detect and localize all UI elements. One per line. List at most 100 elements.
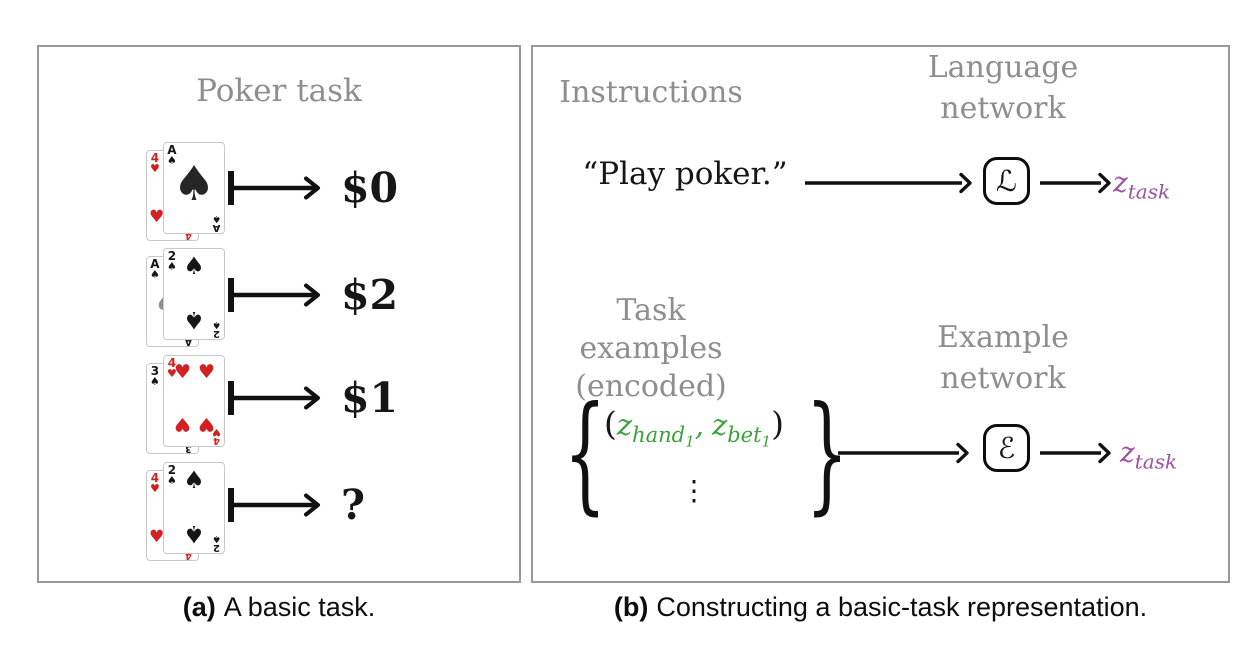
card-corner-index: 4 ♥ [167,356,177,380]
language-network-header: Language network [905,47,1101,129]
card-2-spades: 2 ♠ ♠ ♠ 2 ♠ [163,462,225,554]
card-4-hearts: 4 ♥ ♥ ♥ ♥ ♥ 4 ♥ [163,355,225,447]
z-task-output: ztask [1120,433,1177,482]
card-rank: 3 [150,364,160,378]
card-rank: A [212,222,221,233]
spade-icon: ♠ [183,466,205,494]
arrow-icon [1040,172,1111,194]
z-task-var: z [1120,436,1135,469]
spade-icon: ♠ [150,268,160,281]
tuple-separator: , [694,408,704,443]
example-tuple: (zhand1,zbet1) [604,403,784,462]
card-rank: A [150,257,160,271]
card-rank: 2 [167,463,177,477]
panel-a-title: Poker task [196,73,362,109]
language-network-header-line2: network [940,91,1066,126]
heart-icon: ♥ [149,207,165,227]
z-hand-var: z [616,408,633,443]
card-corner-index-rotated: 2 ♠ [212,533,221,553]
example-network-symbol: ℰ [997,431,1016,465]
spade-icon: ♠ [183,306,205,334]
heart-icon: ♥ [149,527,165,547]
card-rank: 2 [213,542,220,553]
caption-b-text: Constructing a basic-task representation… [656,592,1148,622]
z-bet-var: z [711,408,728,443]
z-bet-index: 1 [761,432,772,451]
payout-value: $1 [341,374,399,422]
heart-icon: ♥ [198,361,216,383]
card-corner-index: 2 ♠ [167,250,177,273]
heart-icon: ♥ [174,413,192,435]
card-pair-row3: 3 ♠ 3 ♠ 4 ♥ ♥ ♥ ♥ ♥ 4 ♥ [146,355,226,455]
heart-icon: ♥ [174,361,192,383]
vertical-ellipsis: ⋮ [680,473,708,507]
spade-icon: ♠ [212,319,221,330]
card-corner-index-rotated: A ♠ [212,213,221,233]
panel-poker-task: Poker task 4 ♥ ♥ 4 ♥ A ♠ ♠ [37,45,521,583]
heart-icon: ♥ [212,426,221,437]
caption-a: (a)A basic task. [37,592,521,623]
caption-a-text: A basic task. [223,592,376,622]
card-corner-index: 3 ♠ [150,364,160,388]
card-rank: A [167,143,177,157]
heart-icon: ♥ [150,162,160,175]
mapsto-arrow-icon [228,381,320,415]
language-network-header-line1: Language [927,50,1079,85]
spade-icon: ♠ [212,533,221,544]
caption-b: (b)Constructing a basic-task representat… [531,592,1230,623]
card-corner-index-rotated: 2 ♠ [212,319,221,339]
payout-value: ? [341,481,366,529]
task-examples-header-line1: Task examples [579,293,723,366]
card-pair-row2: A ♠ ♠ A ♠ 2 ♠ ♠ ♠ 2 ♠ [146,248,226,348]
arrow-icon [838,442,969,464]
instructions-header: Instructions [559,75,743,110]
card-corner-index: A ♠ [167,143,177,167]
caption-a-label: (a) [182,592,216,622]
example-network-header-line2: network [940,361,1066,396]
card-ace-spades: A ♠ ♠ A ♠ [163,142,225,234]
language-network-symbol: ℒ [996,164,1017,198]
arrow-icon [805,172,972,194]
caption-b-label: (b) [613,592,649,622]
brace-open: { [563,379,607,528]
spade-icon: ♠ [150,375,160,388]
card-pair-row4: 4 ♥ ♥ 4 ♥ 2 ♠ ♠ ♠ 2 ♠ [146,462,226,562]
card-rank: 2 [213,328,220,339]
payout-value: $0 [341,164,399,212]
z-task-output: ztask [1113,163,1170,212]
mapsto-arrow-icon [228,171,320,205]
heart-icon: ♥ [167,367,177,380]
spade-icon: ♠ [167,260,177,273]
z-hand-index: 1 [685,432,695,451]
card-corner-index-rotated: 4 ♥ [212,426,221,446]
card-rank: 4 [150,471,160,485]
example-network-header: Example network [905,317,1101,399]
card-2-spades: 2 ♠ ♠ ♠ 2 ♠ [163,248,225,340]
instruction-text: “Play poker.” [582,156,788,192]
language-network-box: ℒ [983,157,1030,205]
example-network-box: ℰ [983,424,1030,472]
z-bet-sub: bet [727,423,762,448]
mapsto-arrow-icon [228,488,320,522]
task-examples-set: { (zhand1,zbet1) ⋮ } [558,380,849,528]
panel-task-representation: Instructions Language network “Play poke… [531,45,1230,583]
spade-icon: ♠ [167,474,177,487]
brace-close: } [805,379,849,528]
payout-value: $2 [341,271,399,319]
z-hand-sub: hand [632,423,686,448]
card-corner-index: 2 ♠ [167,463,177,487]
card-rank: 4 [150,151,160,165]
z-task-sub: task [1127,179,1171,204]
z-task-var: z [1113,166,1128,199]
example-network-header-line1: Example [937,320,1069,355]
spade-icon: ♠ [183,520,205,548]
card-rank: 4 [213,435,220,446]
card-rank: 4 [167,356,177,370]
card-corner-index: A ♠ [150,257,160,281]
arrow-icon [1040,442,1111,464]
spade-icon: ♠ [167,154,177,167]
spade-icon: ♠ [183,252,205,280]
spade-icon: ♠ [212,213,221,224]
spade-icon: ♠ [172,156,216,213]
